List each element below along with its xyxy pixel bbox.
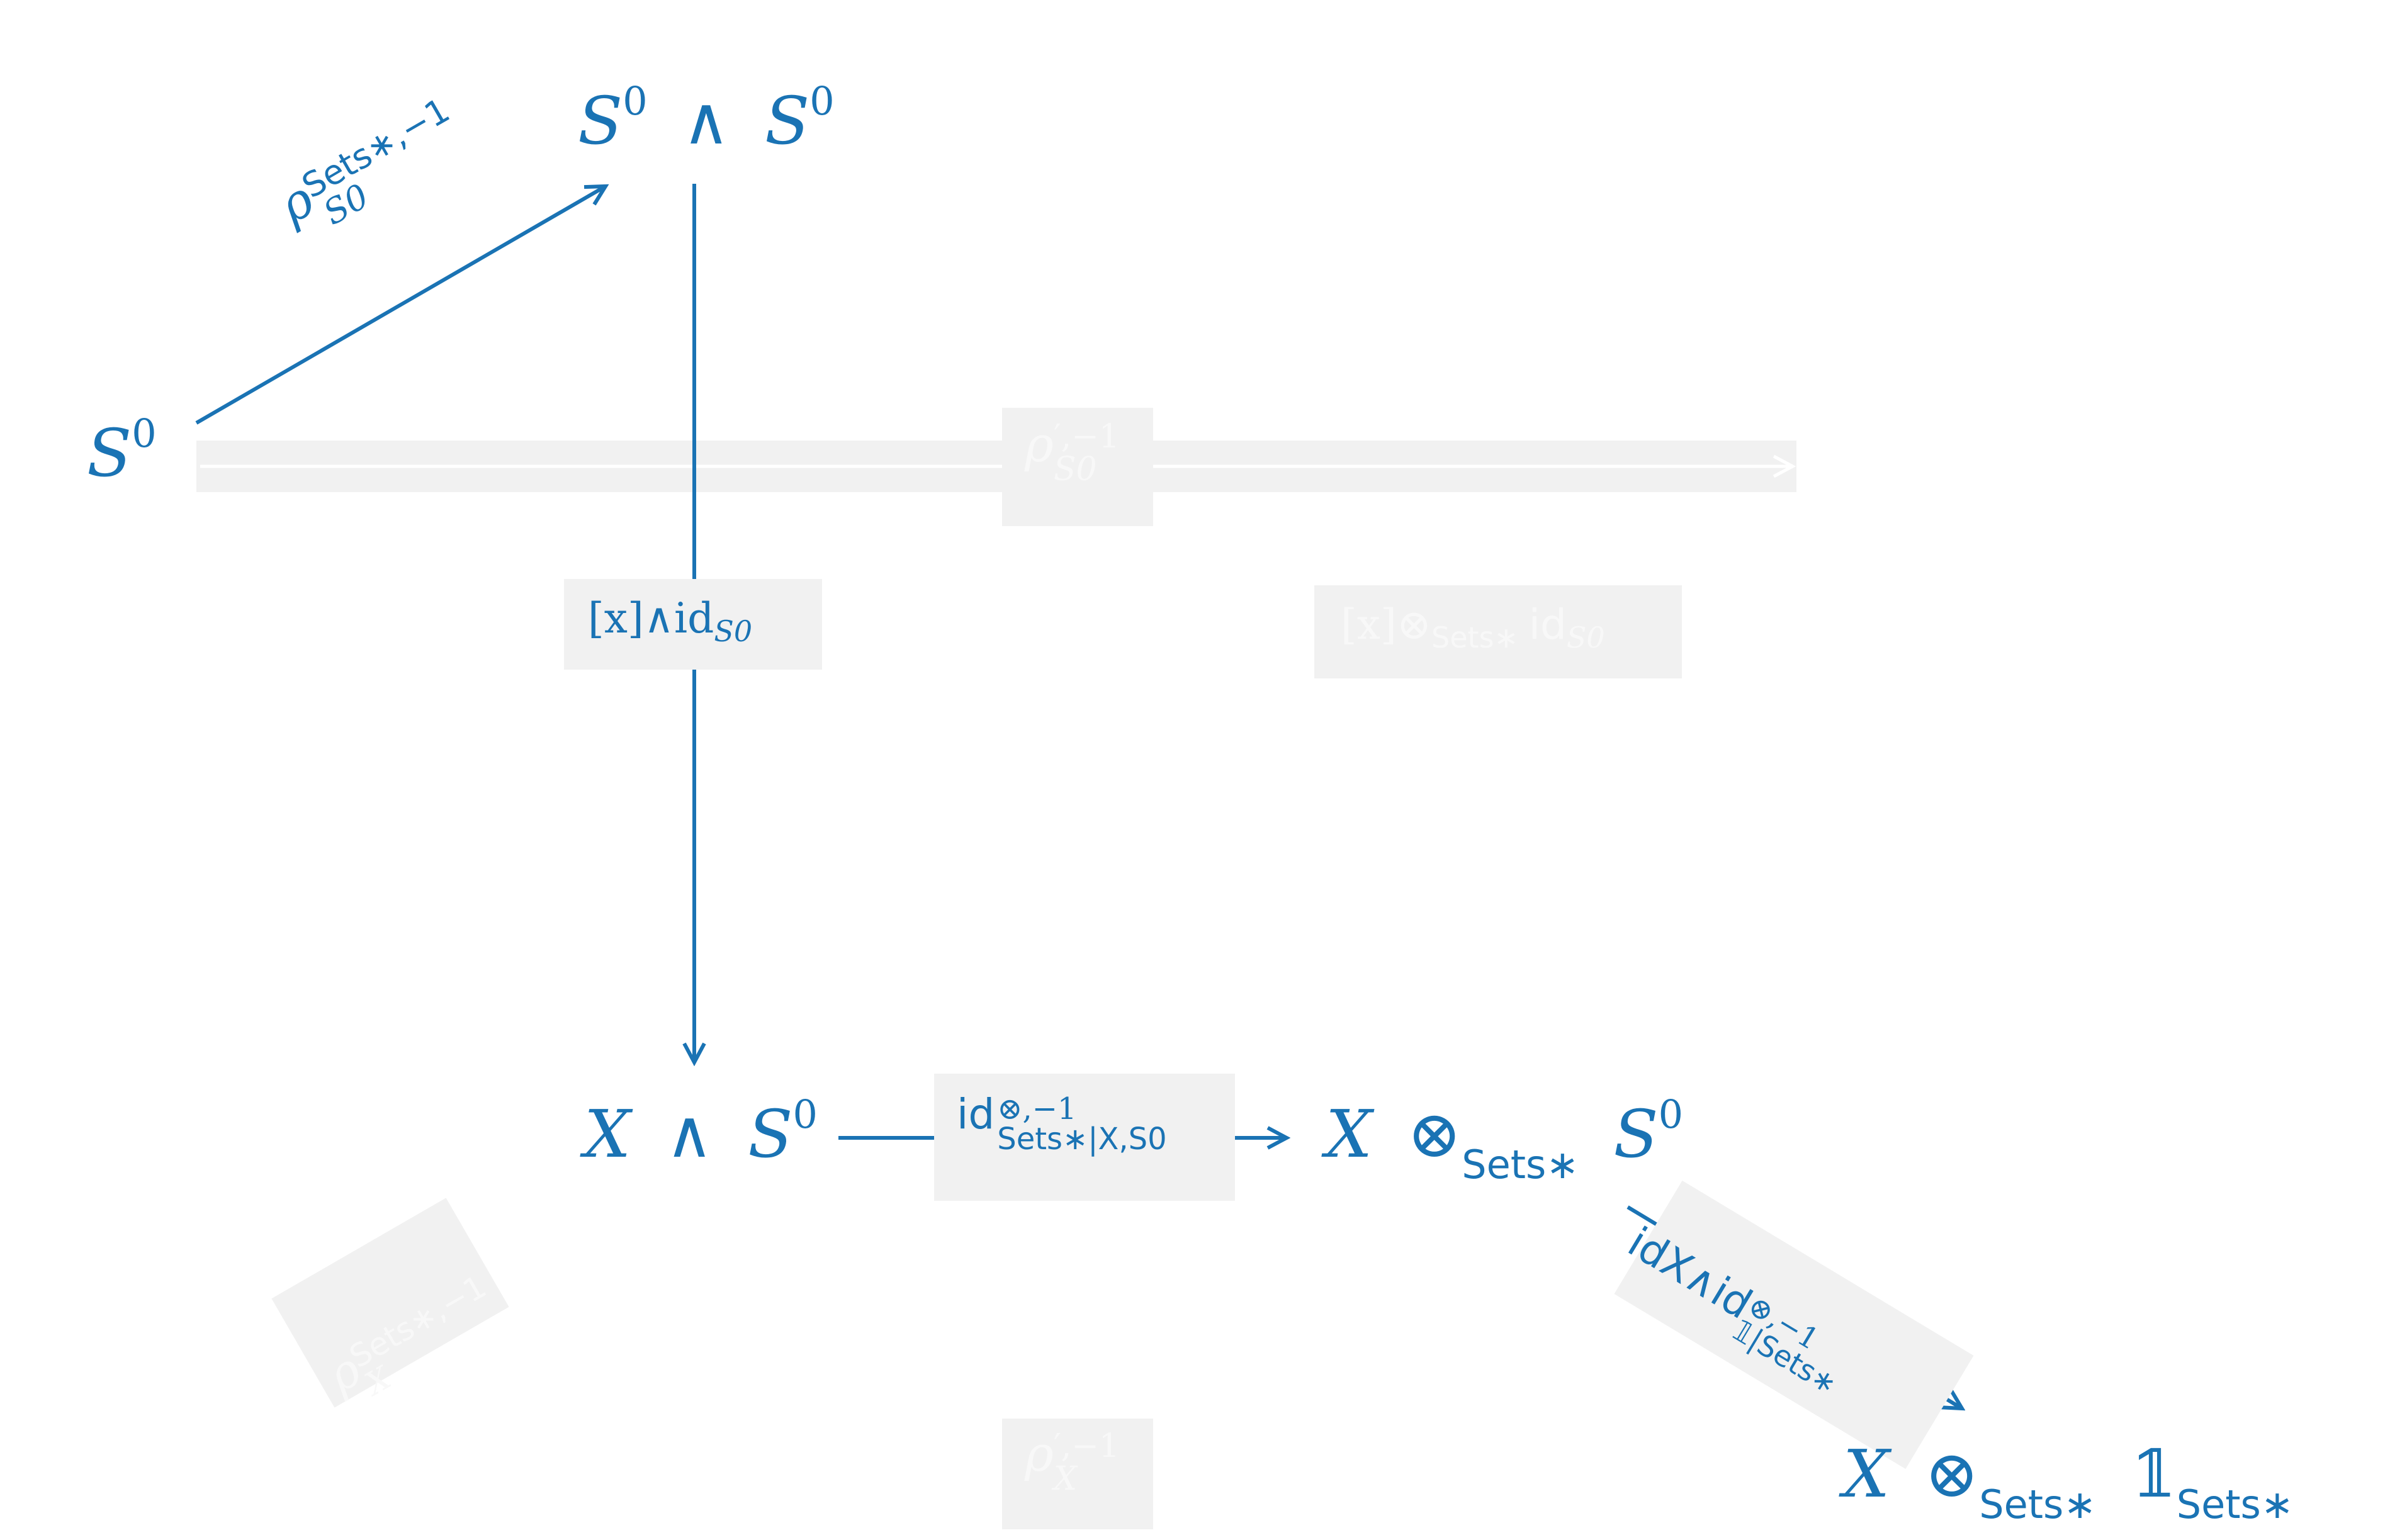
node-x-tensor-s0: X ⊗Sets∗ S0	[1326, 1091, 1684, 1188]
faded-box-x-tensor-id	[1314, 585, 1682, 678]
node-x-smash-s0: X ∧ S0	[584, 1091, 818, 1172]
label-x-tensor-id: [x]⊗Sets∗ idS0	[1341, 600, 1605, 655]
faded-box-rho-prime-x	[1002, 1419, 1153, 1529]
arrow-rho-sets-s0	[195, 186, 606, 425]
node-x-tensor-unit: X ⊗Sets∗ 𝟙Sets∗	[1843, 1436, 2294, 1527]
label-box-id-tensor-inverse	[934, 1074, 1235, 1201]
label-box-x-wedge-id	[564, 579, 822, 670]
label-x-wedge-id: [x]∧idS0	[588, 594, 753, 649]
node-s0-left: S0	[87, 410, 157, 492]
faded-box-rho-prime-s0	[1002, 408, 1153, 526]
node-s0-smash-s0: S0 ∧ S0	[578, 78, 835, 159]
